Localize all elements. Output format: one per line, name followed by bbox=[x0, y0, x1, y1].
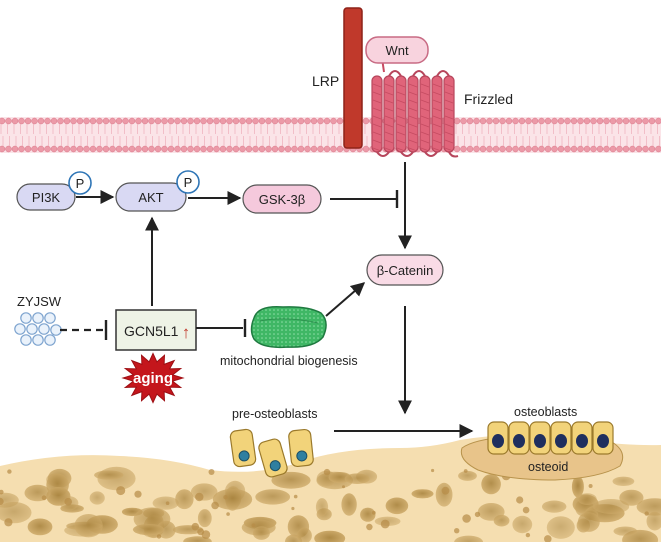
pre-osteoblasts-label: pre-osteoblasts bbox=[232, 407, 317, 421]
osteoblast-cell bbox=[592, 421, 614, 455]
aging-burst-icon bbox=[121, 352, 185, 404]
osteoblast-cell bbox=[529, 421, 551, 455]
zyjsw-label: ZYJSW bbox=[17, 294, 62, 309]
gsk3b-label: GSK-3β bbox=[259, 192, 306, 207]
osteoblast-cell bbox=[550, 421, 572, 455]
wnt-ligand bbox=[365, 36, 429, 64]
akt-node bbox=[115, 182, 187, 212]
osteoblast-cell bbox=[487, 421, 509, 455]
gcn5l1-label: GCN5L1 bbox=[124, 323, 179, 339]
inhibit-gsk3b-catenin bbox=[330, 190, 399, 208]
akt-label: AKT bbox=[138, 190, 163, 205]
aging-label: aging bbox=[133, 370, 173, 387]
akt-phospho-icon bbox=[176, 170, 200, 194]
arrow-mito-catenin bbox=[325, 282, 366, 317]
osteoblast-cell bbox=[571, 421, 593, 455]
lrp-receptor bbox=[343, 7, 363, 149]
pi3k-label: PI3K bbox=[32, 190, 61, 205]
beta-catenin-label: β-Catenin bbox=[377, 263, 434, 278]
pi3k-phospho-icon bbox=[68, 171, 92, 195]
lrp-label: LRP bbox=[312, 73, 339, 89]
beta-catenin-node bbox=[366, 254, 444, 286]
pre-osteoblast-cell bbox=[229, 428, 257, 468]
gcn5l1-node bbox=[115, 309, 197, 351]
akt-phospho-label: P bbox=[184, 175, 193, 190]
pi3k-node bbox=[16, 183, 76, 211]
pre-osteoblast-cell bbox=[258, 438, 288, 478]
inhibit-gcn5l1-mito bbox=[196, 319, 247, 337]
wnt-label: Wnt bbox=[385, 43, 409, 58]
osteoid-label: osteoid bbox=[528, 460, 568, 474]
zyjsw-compound-icon bbox=[14, 312, 62, 346]
frizzled-label: Frizzled bbox=[464, 91, 513, 107]
osteoblast-cell bbox=[508, 421, 530, 455]
inhibit-zyjsw-gcn5l1 bbox=[60, 320, 108, 340]
gcn5l1-up-arrow-icon: ↑ bbox=[182, 323, 191, 342]
frizzled-receptor bbox=[371, 56, 459, 158]
gsk3b-node bbox=[242, 184, 322, 214]
osteoblasts-label: osteoblasts bbox=[514, 405, 577, 419]
pi3k-phospho-label: P bbox=[76, 176, 85, 191]
mito-label: mitochondrial biogenesis bbox=[220, 354, 358, 368]
mitochondria-icon bbox=[250, 305, 327, 349]
pre-osteoblast-cell bbox=[288, 428, 314, 468]
cell-membrane bbox=[0, 117, 661, 153]
